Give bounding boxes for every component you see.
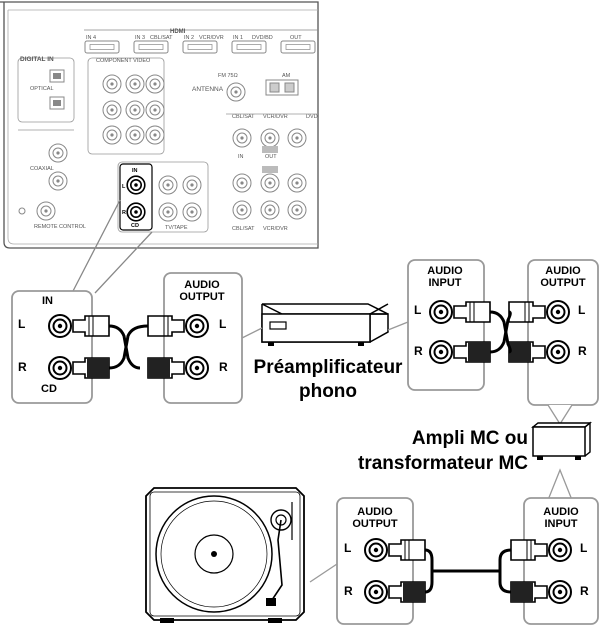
mc-input-right-label: R — [580, 584, 589, 598]
preamp-input-left-label: L — [414, 303, 422, 317]
hdmi-src-in2: VCR/DVR — [199, 35, 224, 41]
receiver-cd-right-label: R — [18, 360, 27, 374]
callout-receiver-cd — [71, 199, 153, 294]
component-video-label: COMPONENT VIDEO — [96, 58, 151, 64]
hdmi-section: HDMI IN 4 IN 3 CBL/SAT IN 2 VCR/DVR IN 1… — [84, 29, 318, 54]
mc-output-title: AUDIO OUTPUT — [540, 265, 586, 289]
av-input-groups: CBL/SAT VCR/DVR DVD IN OUT CBL/SAT VCR/D… — [226, 113, 318, 232]
mc-input-left-label: L — [580, 541, 588, 555]
hdmi-label-in3: IN 3 — [135, 35, 145, 41]
hdmi-in-4 — [84, 40, 120, 54]
group-label-vcr-bottom: VCR/DVR — [263, 226, 288, 232]
cable-receiver-to-preamp — [72, 315, 185, 379]
hdmi-label-in4: IN 4 — [86, 35, 96, 41]
fm-label: FM 75Ω — [218, 73, 238, 79]
tvtape-label: TV/TAPE — [165, 225, 188, 231]
panel-cd-l-label: L — [122, 184, 126, 190]
cd-tvtape-section: IN L R CD TV/TAPE — [117, 161, 209, 233]
preamp-input-title: AUDIO INPUT — [427, 265, 463, 289]
preamp-output-title: AUDIO OUTPUT — [179, 279, 225, 303]
antenna-section: FM 75Ω ANTENNA AM — [192, 73, 299, 102]
remote-control-label: REMOTE CONTROL — [34, 224, 86, 230]
receiver-rear-panel: HDMI IN 4 IN 3 CBL/SAT IN 2 VCR/DVR IN 1… — [0, 1, 319, 249]
receiver-cd-input-box — [11, 290, 93, 404]
mc-device-label: Ampli MC ou transformateur MC — [358, 428, 528, 475]
callout-mc-input — [547, 468, 573, 501]
group-out-label: OUT — [265, 154, 277, 160]
antenna-label: ANTENNA — [192, 86, 224, 93]
group-label-vcr: VCR/DVR — [263, 114, 288, 120]
mc-amp-device — [531, 421, 592, 460]
group-label-cbl: CBL/SAT — [232, 114, 255, 120]
turntable-device — [145, 487, 305, 623]
turntable-output-left-label: L — [344, 541, 352, 555]
receiver-cd-label: CD — [41, 383, 57, 395]
receiver-cd-in-label: IN — [42, 295, 53, 307]
receiver-cd-left-label: L — [18, 317, 26, 331]
hdmi-in-3 — [133, 40, 169, 54]
panel-cd-in-label: IN — [132, 168, 138, 174]
component-video-section: COMPONENT VIDEO — [87, 57, 165, 155]
callout-preamp-left — [241, 327, 263, 339]
preamp-output-right-label: R — [219, 360, 228, 374]
digital-in-section: DIGITAL IN OPTICAL COAXIAL REMOTE CONTRO… — [17, 56, 86, 230]
callout-preamp-right — [387, 321, 409, 331]
am-label: AM — [282, 73, 291, 79]
callout-turntable — [309, 563, 338, 583]
hdmi-label-in2: IN 2 — [184, 35, 194, 41]
hdmi-src-in1: DVD/BD — [252, 35, 273, 41]
turntable-output-title: AUDIO OUTPUT — [352, 506, 398, 530]
panel-cd-r-label: R — [122, 210, 126, 216]
group-label-cbl-bottom: CBL/SAT — [232, 226, 255, 232]
hdmi-in-2 — [182, 40, 218, 54]
group-label-dvd: DVD — [306, 114, 318, 120]
preamp-output-left-label: L — [219, 317, 227, 331]
phono-preamp-device — [261, 303, 389, 346]
mc-output-right-label: R — [578, 344, 587, 358]
preamp-device-label: Préamplificateur phono — [253, 357, 403, 402]
hdmi-src-in3: CBL/SAT — [150, 35, 173, 41]
coaxial-label: COAXIAL — [30, 166, 54, 172]
hdmi-in-1 — [231, 40, 267, 54]
panel-cd-label: CD — [131, 223, 139, 229]
mc-input-title: AUDIO INPUT — [543, 506, 579, 530]
mc-output-left-label: L — [578, 303, 586, 317]
hdmi-label-in1: IN 1 — [233, 35, 243, 41]
hdmi-title: HDMI — [170, 29, 186, 35]
callout-mc-output — [547, 404, 573, 426]
hdmi-label-out: OUT — [290, 35, 302, 41]
optical-label: OPTICAL — [30, 86, 54, 92]
turntable-output-right-label: R — [344, 584, 353, 598]
preamp-input-right-label: R — [414, 344, 423, 358]
digital-in-label: DIGITAL IN — [20, 56, 54, 63]
cable-preamp-to-mc — [453, 301, 546, 363]
group-in-label: IN — [238, 154, 244, 160]
cable-turntable-to-mc — [388, 539, 548, 603]
hdmi-out — [280, 40, 316, 54]
